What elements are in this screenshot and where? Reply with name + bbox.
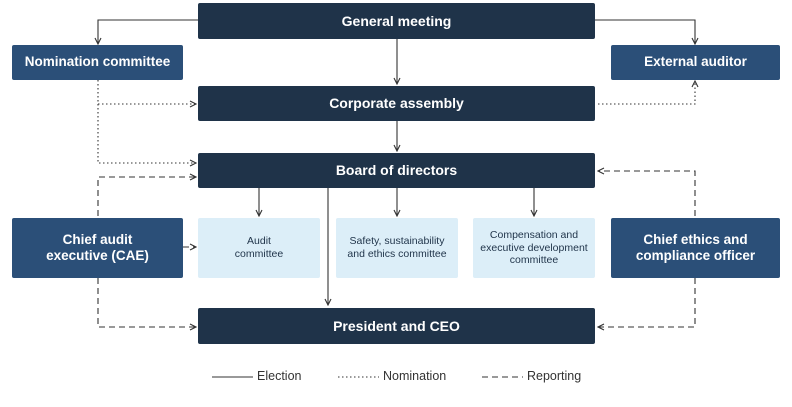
legend-election: Election bbox=[253, 366, 301, 386]
compensation-executive-development-committee-box: Compensation and executive development c… bbox=[473, 218, 595, 278]
legend-election-label: Election bbox=[257, 369, 302, 383]
nomination-line-to-board bbox=[97, 104, 196, 163]
audit-committee-box: Audit committee bbox=[198, 218, 320, 278]
corporate-assembly-box: Corporate assembly bbox=[198, 86, 595, 121]
legend-nomination: Nomination bbox=[379, 366, 446, 386]
legend-reporting-label: Reporting bbox=[527, 369, 582, 383]
external-auditor-box: External auditor bbox=[611, 45, 780, 80]
safety-sustainability-ethics-committee-box: Safety, sustainability and ethics commit… bbox=[336, 218, 458, 278]
reporting-line-cae-to-board bbox=[97, 177, 196, 216]
president-ceo-box: President and CEO bbox=[198, 308, 595, 344]
nomination-line-to-assembly bbox=[97, 80, 196, 104]
election-line-gm-to-nomination bbox=[98, 19, 198, 44]
reporting-line-cae-to-ceo bbox=[97, 278, 196, 327]
board-of-directors-box: Board of directors bbox=[198, 153, 595, 188]
election-line-gm-to-auditor bbox=[595, 19, 695, 44]
legend-reporting: Reporting bbox=[523, 366, 581, 386]
reporting-line-ethics-to-ceo bbox=[598, 278, 696, 327]
chief-ethics-compliance-officer-box: Chief ethics and compliance officer bbox=[611, 218, 780, 278]
nomination-committee-box: Nomination committee bbox=[12, 45, 183, 80]
nomination-line-assembly-to-auditor bbox=[598, 81, 695, 105]
general-meeting-box: General meeting bbox=[198, 3, 595, 39]
legend-nomination-label: Nomination bbox=[383, 369, 447, 383]
chief-audit-executive-box: Chief audit executive (CAE) bbox=[12, 218, 183, 278]
reporting-line-ethics-to-board bbox=[598, 171, 696, 216]
